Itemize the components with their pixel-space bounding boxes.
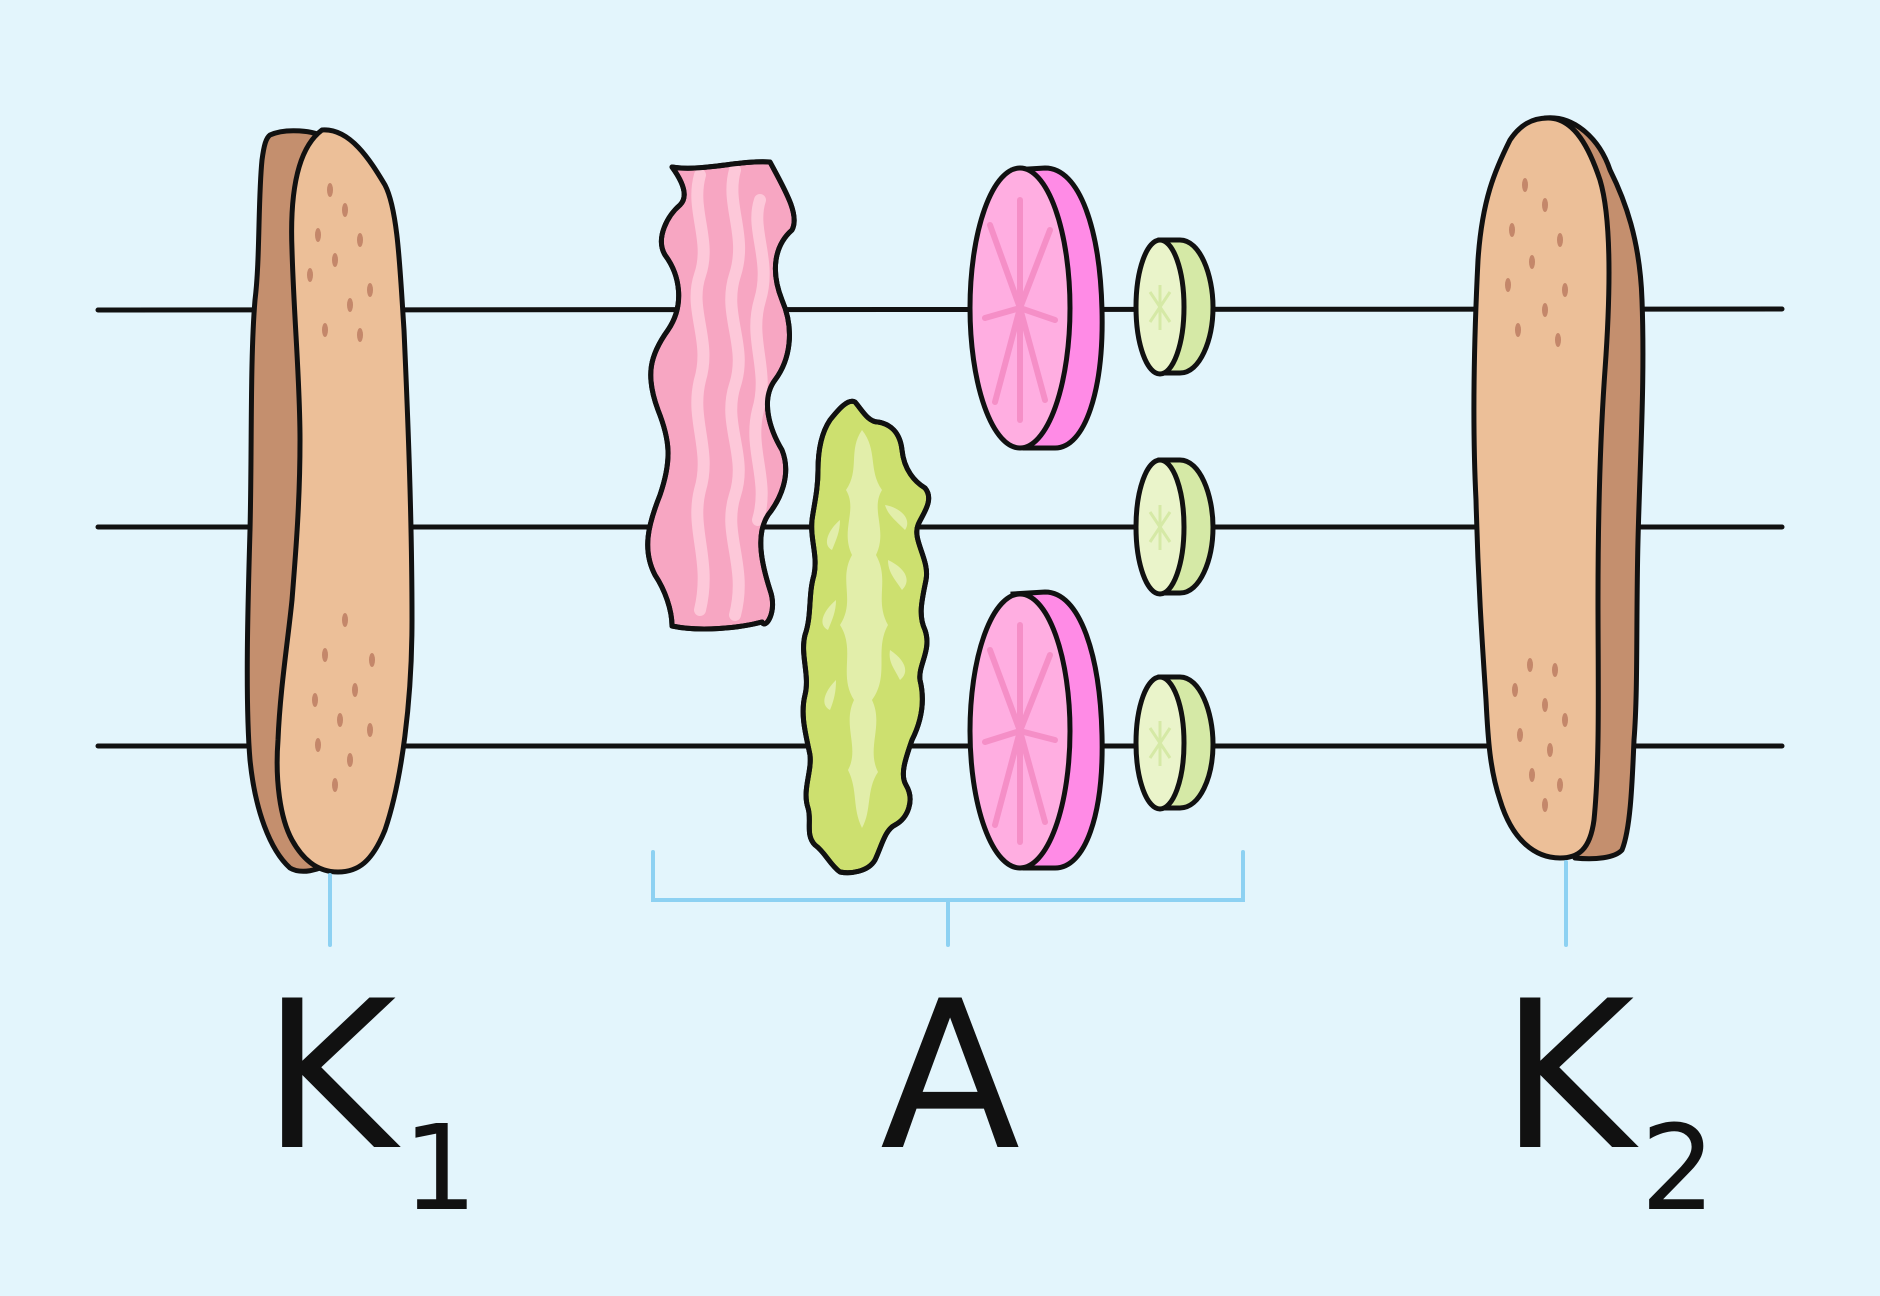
bread-left-face bbox=[274, 127, 415, 875]
label-a: A bbox=[880, 975, 1020, 1180]
bacon-strip bbox=[645, 159, 797, 632]
cucumber-slice-top bbox=[1133, 237, 1216, 377]
bread-right-dots bbox=[1505, 178, 1568, 812]
bacon-outline bbox=[645, 159, 797, 632]
label-k1-letter: K bbox=[262, 958, 397, 1196]
radish-bottom-lines bbox=[982, 622, 1058, 845]
cucumber-slice-middle bbox=[1133, 457, 1216, 597]
bread-right-face bbox=[1471, 115, 1612, 861]
radish-slice-bottom bbox=[967, 589, 1105, 871]
bread-slice-left bbox=[244, 127, 415, 875]
lettuce-veins bbox=[822, 430, 908, 828]
label-a-letter: A bbox=[880, 958, 1021, 1196]
radish-slice-top bbox=[967, 165, 1105, 451]
bracket-markers bbox=[328, 850, 1568, 947]
cucumber-top-seeds bbox=[1148, 285, 1172, 330]
bread-left-dots bbox=[307, 183, 375, 792]
bacon-stripes bbox=[690, 164, 770, 621]
lettuce-leaf bbox=[800, 398, 932, 876]
cucumber-bottom-seeds bbox=[1148, 721, 1172, 766]
label-k1: K1 bbox=[262, 975, 478, 1228]
cucumber-slice-bottom bbox=[1133, 674, 1216, 812]
label-k2-letter: K bbox=[1500, 958, 1635, 1196]
label-k1-subscript: 1 bbox=[402, 1099, 478, 1237]
radish-top-lines bbox=[982, 197, 1058, 423]
lettuce-outline bbox=[800, 398, 932, 876]
label-k2: K2 bbox=[1500, 975, 1716, 1228]
cucumber-middle-seeds bbox=[1148, 505, 1172, 550]
bacon-body bbox=[645, 159, 797, 632]
bread-slice-right bbox=[1471, 115, 1646, 862]
label-k2-subscript: 2 bbox=[1640, 1099, 1716, 1237]
ingredient-bracket bbox=[651, 850, 1245, 902]
